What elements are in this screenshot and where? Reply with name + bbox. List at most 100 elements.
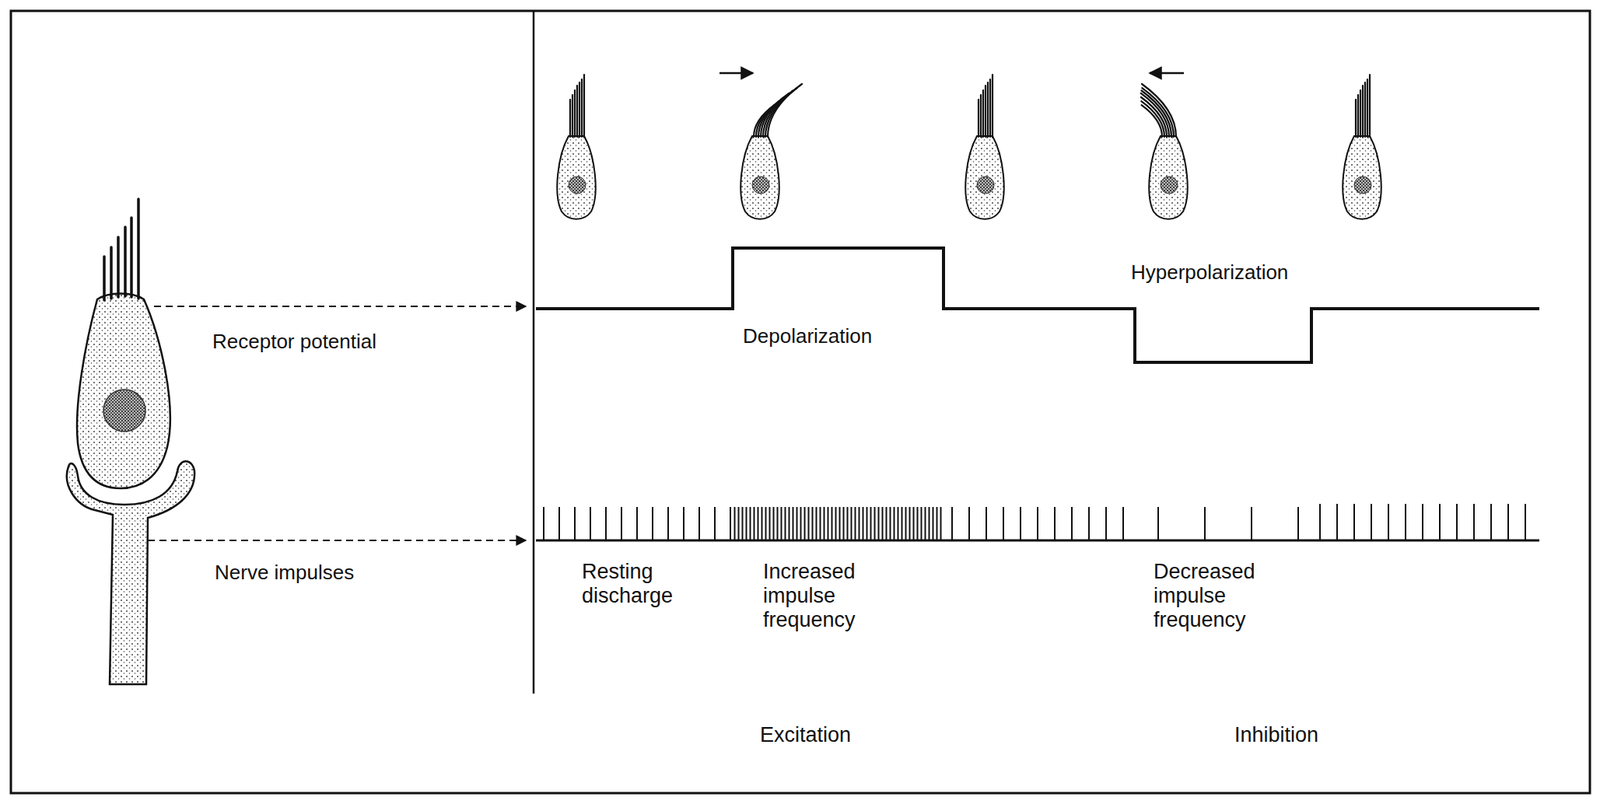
spike	[777, 507, 779, 541]
deflection-arrow	[719, 72, 753, 75]
spike	[788, 507, 791, 541]
spike	[589, 507, 592, 541]
spike	[780, 507, 783, 541]
spike	[1250, 507, 1253, 541]
spike	[924, 507, 927, 541]
trace-label: Hyperpolarization	[1130, 261, 1289, 285]
frame	[10, 10, 1590, 794]
leader-arrow	[154, 305, 526, 308]
spike	[897, 507, 900, 541]
spike	[850, 507, 853, 541]
axis-label: Receptor potential	[212, 330, 377, 354]
spike	[985, 507, 988, 541]
spike	[815, 507, 818, 541]
spike	[1353, 504, 1355, 541]
spike	[558, 507, 561, 541]
spike	[909, 507, 911, 541]
spike	[847, 507, 849, 541]
spike	[940, 507, 942, 541]
spike	[1319, 504, 1321, 541]
spike	[784, 507, 787, 541]
spike	[951, 507, 953, 541]
spike	[605, 507, 607, 541]
spike	[761, 507, 764, 541]
hair-cell-small	[965, 74, 1004, 220]
spike	[738, 507, 740, 541]
hair-cell-small	[556, 74, 596, 220]
spike	[1105, 507, 1107, 541]
spike	[936, 507, 939, 541]
spike	[854, 507, 857, 541]
divider	[532, 10, 536, 694]
spike	[749, 507, 752, 541]
spike	[1404, 504, 1407, 541]
spike	[917, 507, 919, 541]
spike	[1438, 504, 1441, 541]
spike	[773, 507, 775, 541]
trace-label: Depolarization	[742, 325, 872, 349]
spike	[1071, 507, 1073, 541]
spike-train	[543, 504, 1526, 541]
spike	[928, 507, 931, 541]
spike	[667, 507, 669, 541]
leader-arrow	[147, 539, 526, 542]
spike	[574, 507, 576, 541]
spike	[1002, 507, 1005, 541]
spike	[843, 507, 845, 541]
spike	[819, 507, 822, 541]
spike	[800, 507, 802, 541]
receptor-potential-trace	[535, 248, 1540, 363]
spike	[889, 507, 892, 541]
spike	[858, 507, 861, 541]
spike	[831, 507, 834, 541]
spike	[1473, 504, 1475, 541]
spike	[729, 507, 732, 541]
spike	[882, 507, 884, 541]
spike	[874, 507, 876, 541]
spike	[765, 507, 767, 541]
spike	[1157, 507, 1159, 541]
spike	[839, 507, 841, 541]
spike	[1370, 504, 1373, 541]
spike	[862, 507, 865, 541]
spike	[812, 507, 814, 541]
spike	[835, 507, 837, 541]
spike	[757, 507, 760, 541]
spike	[866, 507, 869, 541]
spike	[932, 507, 935, 541]
spike	[968, 507, 970, 541]
spike	[636, 507, 638, 541]
hair-cell-sequence	[556, 74, 1381, 220]
spike	[1507, 504, 1509, 541]
hair-cell-small	[1141, 84, 1188, 220]
spike	[808, 507, 810, 541]
spike	[920, 507, 923, 541]
spike-label: Resting discharge	[581, 560, 691, 609]
spike	[893, 507, 896, 541]
spike	[1421, 504, 1424, 541]
spike	[1387, 504, 1390, 541]
state-label: Excitation	[759, 723, 851, 748]
spike	[714, 507, 716, 541]
deflection-arrow	[1149, 72, 1184, 75]
spike	[1019, 507, 1022, 541]
axis-label: Nerve impulses	[214, 561, 354, 585]
spike	[698, 507, 701, 541]
spike	[742, 507, 744, 541]
spike	[901, 507, 904, 541]
state-label: Inhibition	[1234, 723, 1319, 748]
spike	[682, 507, 685, 541]
spike	[792, 507, 795, 541]
nerve-ending	[66, 461, 195, 685]
spike	[1053, 507, 1056, 541]
spike	[620, 507, 623, 541]
spike	[870, 507, 872, 541]
spike	[745, 507, 748, 541]
spike	[542, 507, 545, 541]
spike	[651, 507, 654, 541]
spike-label: Increased impulse frequency	[763, 560, 880, 633]
spike	[1336, 504, 1338, 541]
hair-cell-small	[740, 84, 802, 220]
